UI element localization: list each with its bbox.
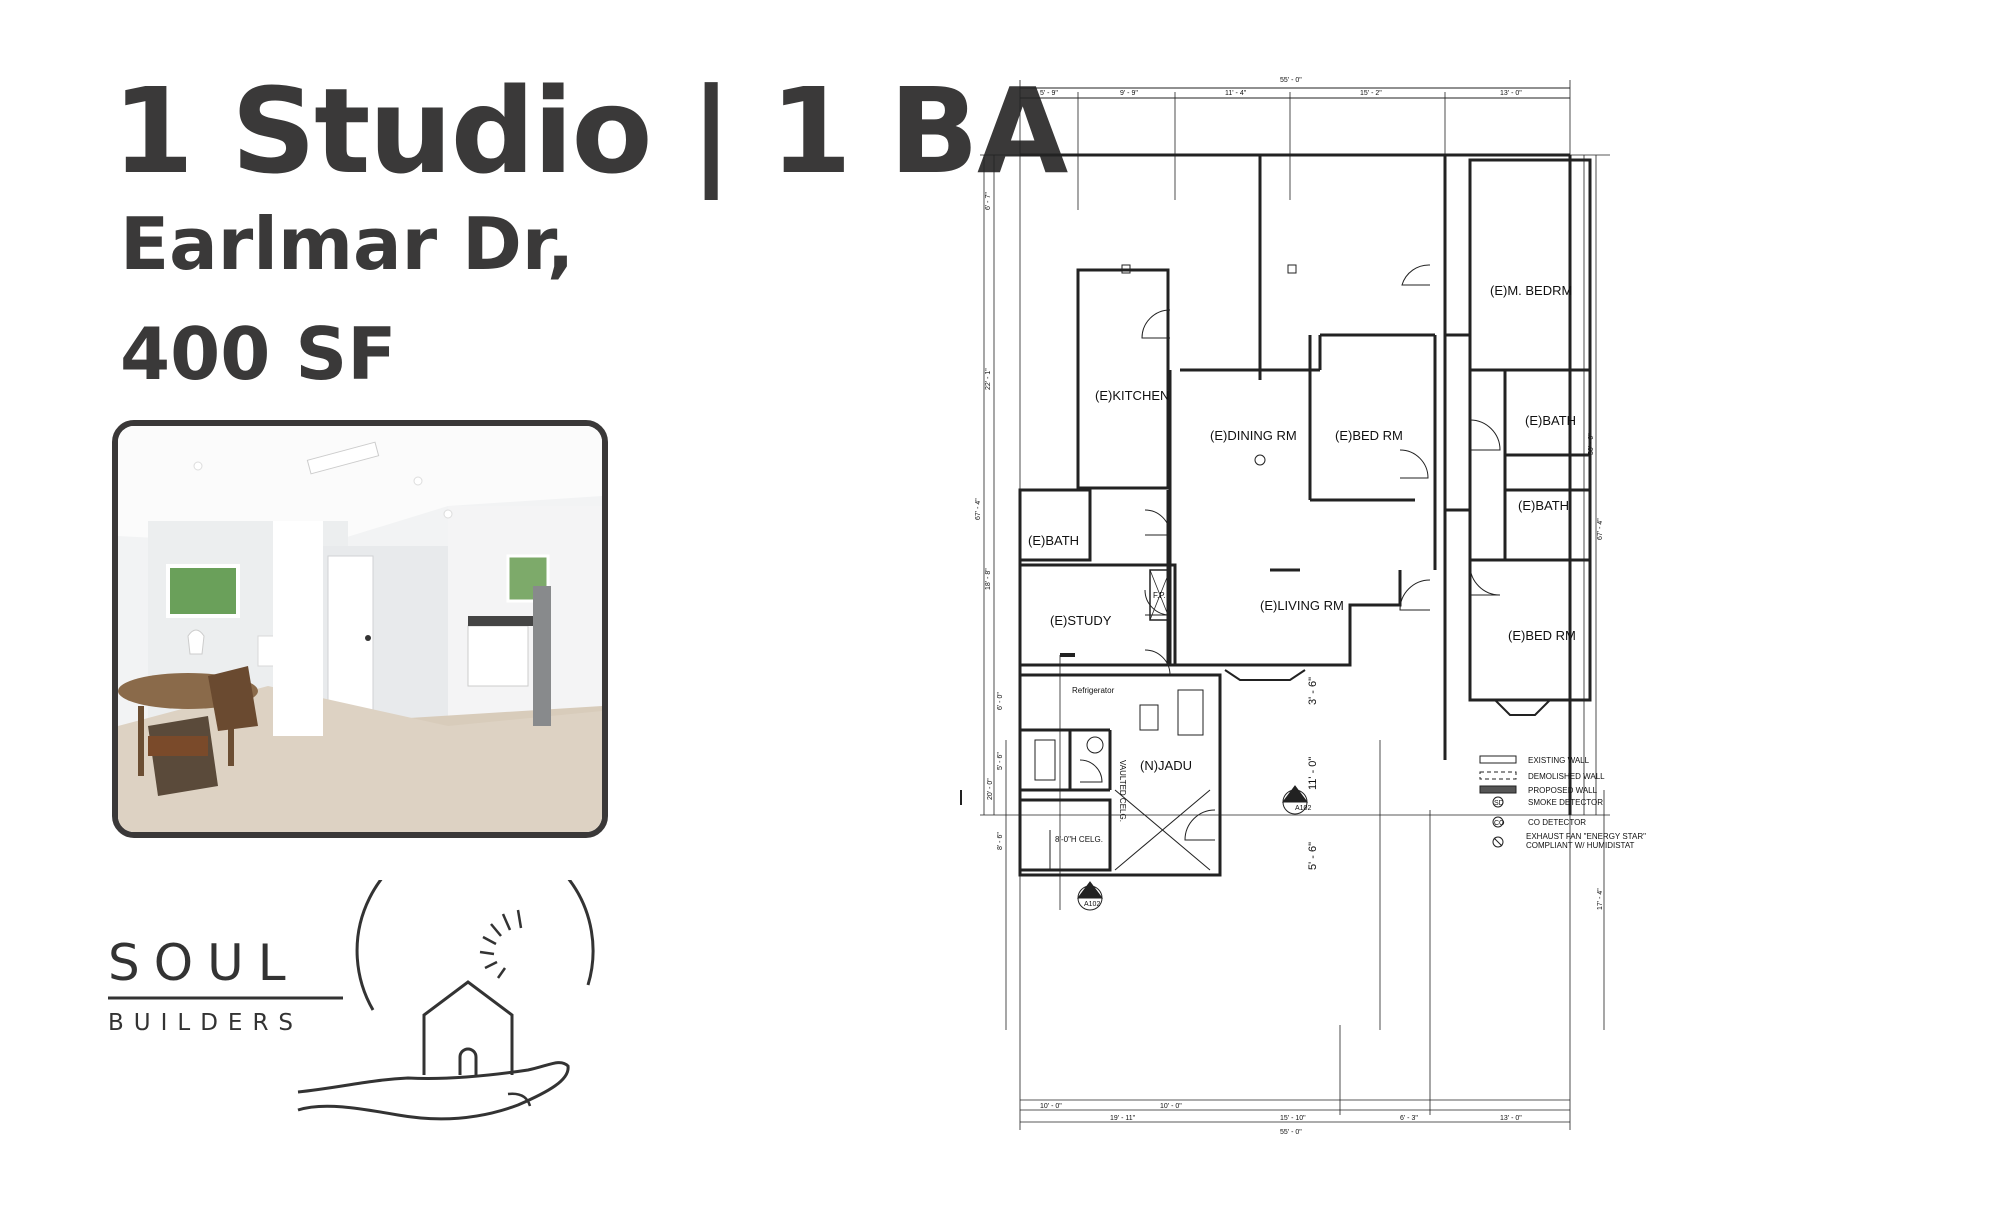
dim-bottom-4: 15' - 10" (1280, 1115, 1306, 1122)
legend-smoke-detector: SMOKE DETECTOR (1528, 798, 1603, 807)
dim-bottom-1: 10' - 0" (1040, 1103, 1062, 1110)
ceiling-height-label: 8'-0"H CELG. (1055, 835, 1103, 844)
dim-jadu-1: 3' - 6" (1307, 677, 1319, 705)
dim-jadu-3: 5' - 6" (1307, 842, 1319, 870)
legend-proposed-wall: PROPOSED WALL (1528, 786, 1598, 795)
floor-plan-drawing: (E)M. BEDRM (E)KITCHEN (E)DINING RM (E)B… (960, 77, 1646, 1136)
dim-top-2: 9' - 9" (1120, 90, 1138, 97)
dim-right-1: 50' - 0" (1588, 433, 1595, 455)
legend-demolished-wall: DEMOLISHED WALL (1528, 772, 1605, 781)
vaulted-ceiling-label: VAULTED CELG. (1118, 760, 1127, 822)
dim-bottom-5: 6' - 3" (1400, 1115, 1418, 1122)
room-bath-left: (E)BATH (1028, 533, 1079, 548)
dim-top-1: 5' - 9" (1040, 90, 1058, 97)
section-tag-2: A102 (1084, 901, 1100, 908)
dim-left-8: 8' - 6" (997, 832, 1004, 850)
dim-right-2: 67' - 4" (1597, 518, 1604, 540)
room-study: (E)STUDY (1050, 613, 1112, 628)
dim-left-2: 22' - 1" (985, 368, 992, 390)
dim-left-6: 5' - 6" (997, 752, 1004, 770)
dim-top-total: 55' - 0" (1280, 77, 1302, 84)
refrigerator-label: Refrigerator (1072, 686, 1115, 695)
legend-exhaust-fan: EXHAUST FAN "ENERGY STAR" COMPLIANT W/ H… (1526, 832, 1646, 851)
room-kitchen: (E)KITCHEN (1095, 388, 1169, 403)
fireplace-label: F.P. (1153, 591, 1166, 600)
dim-left-1: 6' - 7" (985, 192, 992, 210)
room-bath-right-1: (E)BATH (1525, 413, 1576, 428)
dim-top-5: 13' - 0" (1500, 90, 1522, 97)
house-in-hand-icon: SOUL BUILDERS (108, 831, 595, 1121)
interior-photo (112, 420, 608, 838)
dim-bottom-total: 55' - 0" (1280, 1129, 1302, 1136)
dim-top-3: 11' - 4" (1225, 90, 1247, 97)
room-bedroom: (E)BED RM (1335, 428, 1403, 443)
dim-bottom-6: 13' - 0" (1500, 1115, 1522, 1122)
room-dining: (E)DINING RM (1210, 428, 1297, 443)
logo-word-builders: BUILDERS (108, 1010, 303, 1036)
smoke-symbol: SD (1494, 800, 1504, 807)
room-jadu: (N)JADU (1140, 758, 1192, 773)
room-living: (E)LIVING RM (1260, 598, 1344, 613)
room-bath-right-2: (E)BATH (1518, 498, 1569, 513)
dim-left-4: 67' - 4" (975, 498, 982, 520)
unit-type-heading: 1 Studio | 1 BA (112, 62, 1068, 200)
dim-bottom-3: 19' - 11" (1110, 1115, 1136, 1122)
legend-exhaust-fan-wrap: EXHAUST FAN "ENERGY STAR" COMPLIANT W/ H… (1526, 832, 1646, 851)
interior-photo-illustration (118, 426, 602, 832)
room-bedroom-2: (E)BED RM (1508, 628, 1576, 643)
dim-left-5: 6' - 0" (997, 692, 1004, 710)
street-address: Earlmar Dr, (120, 202, 575, 286)
square-footage: 400 SF (120, 312, 397, 396)
dim-left-3: 18' - 8" (985, 568, 992, 590)
section-tag-1: A102 (1295, 805, 1311, 812)
legend-co-detector: CO DETECTOR (1528, 818, 1586, 827)
soul-builders-logo: SOUL BUILDERS (108, 831, 608, 1140)
logo-word-soul: SOUL (108, 934, 300, 992)
co-symbol: CO (1494, 820, 1505, 827)
room-master-bedroom: (E)M. BEDRM (1490, 283, 1572, 298)
dim-right-3: 17' - 4" (1597, 888, 1604, 910)
legend-existing-wall: EXISTING WALL (1528, 756, 1590, 765)
dim-left-7: 20' - 0" (987, 778, 994, 800)
dim-jadu-2: 11' - 0" (1307, 757, 1319, 790)
dim-top-4: 15' - 2" (1360, 90, 1382, 97)
dim-bottom-2: 10' - 0" (1160, 1103, 1182, 1110)
